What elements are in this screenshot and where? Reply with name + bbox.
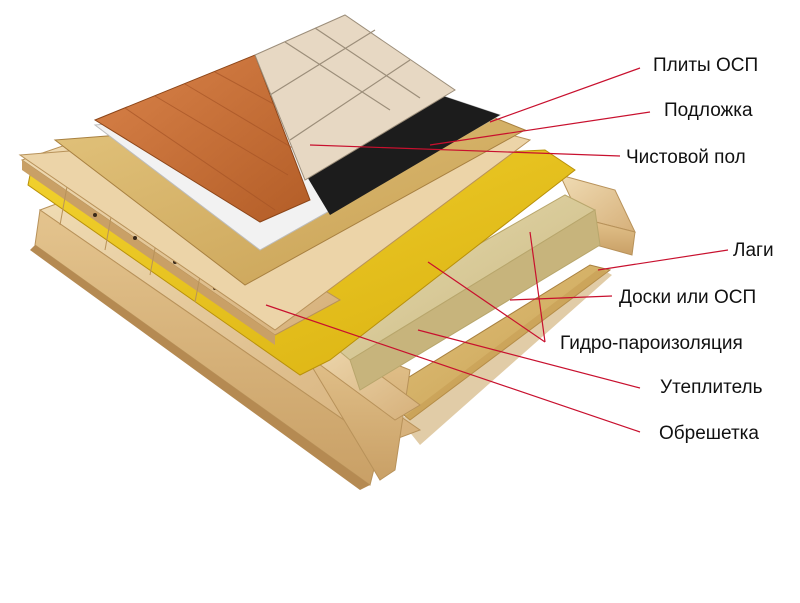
leader-insulation <box>417 329 641 389</box>
label-finish-floor: Чистовой пол <box>626 147 746 168</box>
leader-osb-boards <box>489 67 641 123</box>
label-insulation: Утеплитель <box>660 377 763 398</box>
tile-finish <box>254 14 456 181</box>
label-vapor-barrier: Гидро-пароизоляция <box>560 333 743 354</box>
leader-vapor-barrier-b <box>529 231 546 343</box>
leader-joists <box>597 249 729 271</box>
label-underlay: Подложка <box>664 100 753 121</box>
label-joists: Лаги <box>733 240 774 261</box>
leader-vapor-barrier-a <box>427 261 546 343</box>
label-boards-or-osb: Доски или ОСП <box>619 287 757 308</box>
parquet-finish <box>93 54 311 223</box>
label-osb-boards: Плиты ОСП <box>653 55 759 76</box>
leader-lines <box>265 67 729 433</box>
leader-battens <box>265 304 641 433</box>
label-battens: Обрешетка <box>659 423 759 444</box>
leader-underlay <box>429 111 651 146</box>
leader-boards-or-osb <box>509 295 613 301</box>
leader-finish-floor <box>309 144 621 157</box>
